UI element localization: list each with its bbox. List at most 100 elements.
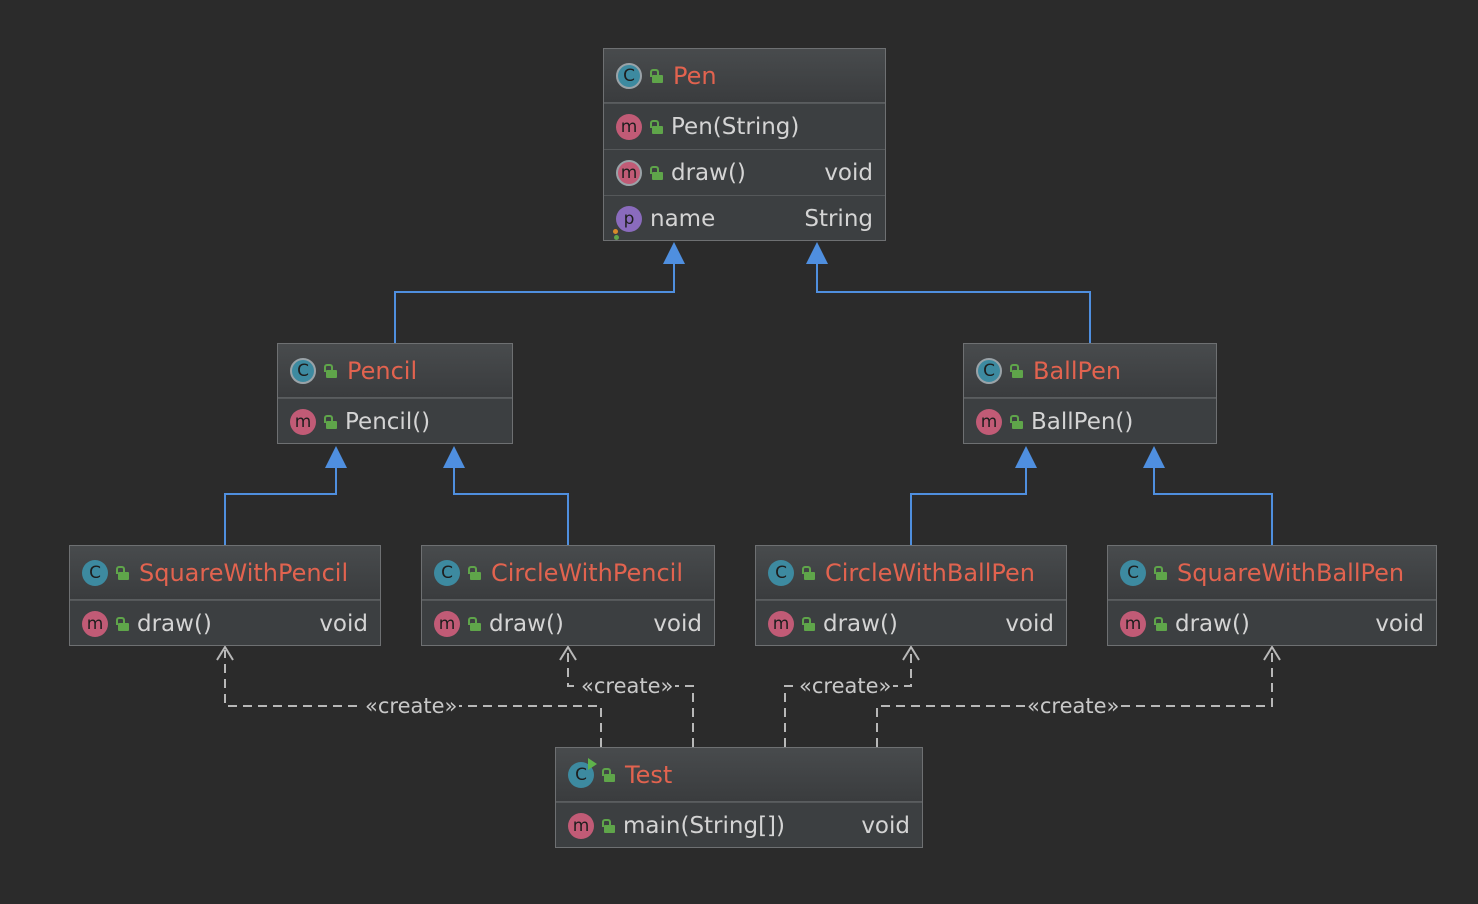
public-visibility-icon [116, 616, 129, 631]
class-name: Test [625, 760, 673, 789]
abstract-class-icon: C [976, 357, 1002, 384]
member-type: void [824, 159, 873, 186]
class-header: C CircleWithPencil [422, 546, 714, 600]
class-box-pen[interactable]: C Pen m Pen(String) m draw() void p name… [603, 48, 886, 241]
main-class-icon: C [568, 757, 597, 788]
class-box-circlewithballpen[interactable]: C CircleWithBallPen m draw() void [755, 545, 1067, 646]
member-name: draw() [671, 159, 746, 186]
class-box-test[interactable]: C Test m main(String[]) void [555, 747, 923, 848]
create-arrowhead [216, 645, 234, 661]
create-label-circlewithpencil: «create» [579, 674, 676, 698]
create-test-circlewithpencil [567, 650, 694, 747]
method-icon: m [434, 610, 460, 637]
class-icon: C [434, 559, 460, 586]
inherit-arrowhead [1015, 446, 1037, 468]
public-visibility-icon [468, 616, 481, 631]
member-row[interactable]: m Pencil() [278, 398, 512, 444]
public-visibility-icon [1154, 565, 1167, 580]
public-visibility-icon [116, 565, 129, 580]
class-name: CircleWithBallPen [825, 558, 1035, 587]
abstract-class-icon: C [616, 62, 642, 89]
member-type: String [804, 205, 873, 232]
public-visibility-icon [650, 119, 663, 134]
class-header: C CircleWithBallPen [756, 546, 1066, 600]
inherit-circlewithballpen-ballpen [910, 466, 1027, 545]
member-type: void [319, 610, 368, 637]
member-name: draw() [823, 610, 898, 637]
member-name: Pencil() [345, 408, 431, 435]
static-method-icon: m [568, 812, 594, 839]
class-name: Pencil [347, 356, 418, 385]
create-arrowhead [559, 645, 577, 661]
class-box-pencil[interactable]: C Pencil m Pencil() [277, 343, 513, 444]
member-row[interactable]: m draw() void [756, 600, 1066, 646]
member-name: Pen(String) [671, 113, 800, 140]
public-visibility-icon [802, 616, 815, 631]
member-row[interactable]: m BallPen() [964, 398, 1216, 444]
class-header: C BallPen [964, 344, 1216, 398]
member-row[interactable]: m draw() void [70, 600, 380, 646]
class-box-ballpen[interactable]: C BallPen m BallPen() [963, 343, 1217, 444]
method-icon: m [768, 610, 794, 637]
inherit-squarewithballpen-ballpen [1153, 466, 1273, 545]
abstract-class-icon: C [290, 357, 316, 384]
member-type: void [653, 610, 702, 637]
public-visibility-icon [324, 363, 337, 378]
public-visibility-icon [650, 68, 663, 83]
create-test-circlewithballpen [784, 650, 912, 747]
class-icon: C [1120, 559, 1146, 586]
member-row[interactable]: m draw() void [604, 149, 885, 195]
member-name: draw() [489, 610, 564, 637]
class-icon: C [768, 559, 794, 586]
class-icon: C [82, 559, 108, 586]
member-name: draw() [1175, 610, 1250, 637]
member-row[interactable]: m draw() void [1108, 600, 1436, 646]
create-label-squarewithballpen: «create» [1025, 694, 1122, 718]
public-visibility-icon [324, 414, 337, 429]
class-name: SquareWithBallPen [1177, 558, 1405, 587]
member-type: void [1375, 610, 1424, 637]
member-name: draw() [137, 610, 212, 637]
inherit-circlewithpencil-pencil [453, 466, 569, 545]
class-header: C SquareWithBallPen [1108, 546, 1436, 600]
member-name: main(String[]) [623, 812, 785, 839]
class-header: C Pen [604, 49, 885, 103]
method-icon: m [82, 610, 108, 637]
create-arrowhead [902, 645, 920, 661]
public-visibility-icon [1154, 616, 1167, 631]
method-icon: m [616, 113, 642, 140]
member-row[interactable]: m main(String[]) void [556, 802, 922, 848]
class-name: BallPen [1033, 356, 1122, 385]
inherit-arrowhead [806, 242, 828, 264]
public-visibility-icon [602, 767, 615, 782]
public-visibility-icon [650, 165, 663, 180]
inherit-pencil-pen [394, 262, 675, 343]
class-box-squarewithpencil[interactable]: C SquareWithPencil m draw() void [69, 545, 381, 646]
member-name: name [650, 205, 716, 232]
inherit-arrowhead [443, 446, 465, 468]
public-visibility-icon [468, 565, 481, 580]
class-box-circlewithpencil[interactable]: C CircleWithPencil m draw() void [421, 545, 715, 646]
member-row[interactable]: m draw() void [422, 600, 714, 646]
method-icon: m [1120, 610, 1146, 637]
inherit-squarewithpencil-pencil [224, 466, 337, 545]
public-visibility-icon [1010, 363, 1023, 378]
inherit-arrowhead [325, 446, 347, 468]
create-arrowhead [1263, 645, 1281, 661]
create-test-squarewithballpen [876, 650, 1273, 747]
class-name: SquareWithPencil [139, 558, 349, 587]
class-header: C SquareWithPencil [70, 546, 380, 600]
member-row[interactable]: p name String [604, 195, 885, 241]
class-header: C Pencil [278, 344, 512, 398]
class-box-squarewithballpen[interactable]: C SquareWithBallPen m draw() void [1107, 545, 1437, 646]
property-icon: p [613, 205, 642, 240]
inherit-arrowhead [663, 242, 685, 264]
class-name: CircleWithPencil [491, 558, 684, 587]
class-header: C Test [556, 748, 922, 802]
member-name: BallPen() [1031, 408, 1134, 435]
create-label-squarewithpencil: «create» [363, 694, 460, 718]
method-icon: m [976, 408, 1002, 435]
member-row[interactable]: m Pen(String) [604, 103, 885, 149]
abstract-method-icon: m [616, 159, 642, 186]
